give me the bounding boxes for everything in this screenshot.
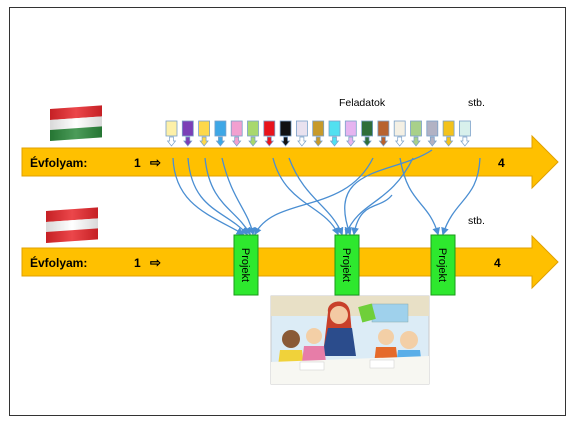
right-arrow-icon: ⇨ — [150, 155, 161, 170]
project-label: Projekt — [239, 248, 251, 282]
task-marker — [344, 120, 357, 147]
connectors — [172, 149, 481, 236]
task-marker — [214, 120, 227, 147]
etc-label-bottom: stb. — [468, 215, 485, 227]
grade-label-bottom: Évfolyam: — [30, 255, 87, 270]
timeline-arrow-bottom — [21, 234, 559, 290]
grade-label-top: Évfolyam: — [30, 155, 87, 170]
task-marker — [442, 120, 455, 147]
task-marker — [393, 120, 406, 147]
project-box: Projekt — [430, 234, 456, 296]
austrian-flag — [46, 207, 98, 244]
tasks-label: Feladatok — [339, 97, 386, 109]
task-marker — [426, 120, 439, 147]
hungarian-flag — [50, 105, 102, 142]
task-marker — [247, 120, 259, 147]
task-marker — [165, 120, 178, 147]
task-marker — [410, 120, 422, 147]
classroom-illustration — [270, 295, 430, 385]
task-marker — [279, 120, 292, 147]
task-marker — [328, 120, 341, 147]
etc-label-top: stb. — [468, 97, 485, 109]
grade-start-bottom: 1 — [134, 256, 141, 270]
task-marker — [361, 120, 374, 147]
task-marker — [198, 120, 211, 147]
grade-end-top: 4 — [498, 156, 505, 170]
right-arrow-icon: ⇨ — [150, 255, 161, 270]
task-marker — [377, 120, 390, 147]
task-marker — [263, 120, 276, 147]
task-markers — [165, 120, 471, 147]
grade-end-bottom: 4 — [494, 256, 501, 270]
project-label: Projekt — [340, 248, 352, 282]
project-label: Projekt — [436, 248, 448, 282]
task-marker — [295, 120, 308, 147]
task-marker — [230, 120, 243, 147]
task-marker — [458, 120, 471, 147]
grade-start-top: 1 — [134, 156, 141, 170]
task-marker — [312, 120, 325, 147]
project-box: Projekt — [233, 234, 259, 296]
project-box: Projekt — [334, 234, 360, 296]
task-marker — [181, 120, 194, 147]
